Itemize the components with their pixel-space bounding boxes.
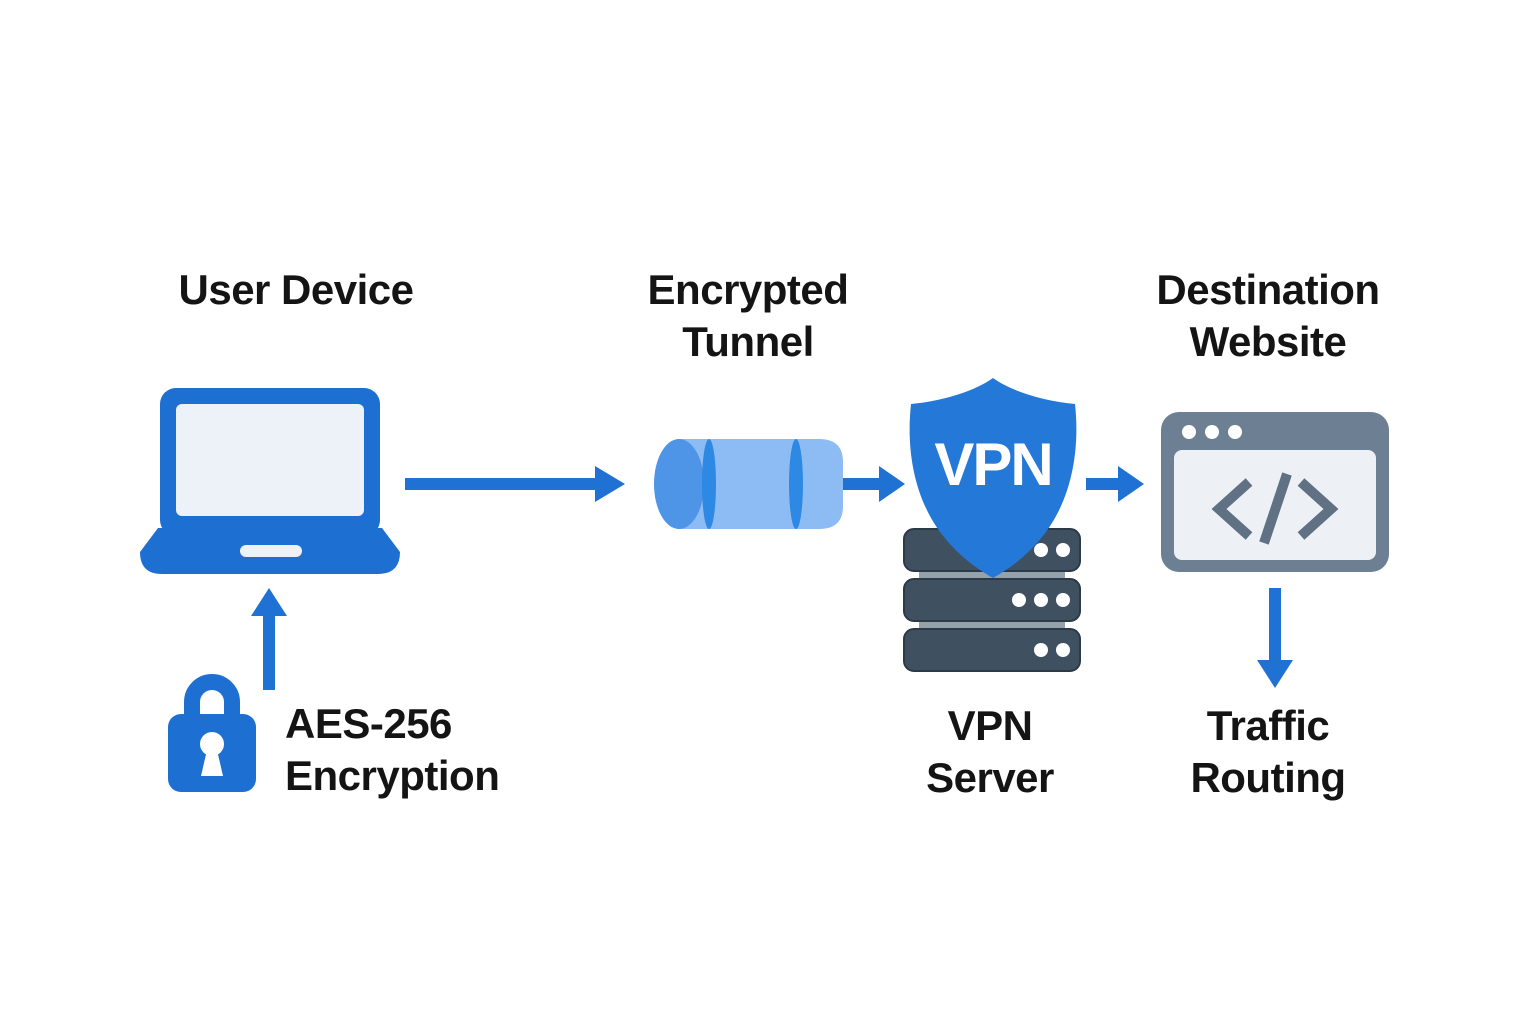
user-device-label: User Device — [96, 264, 496, 316]
arrow-up-icon — [249, 588, 289, 690]
arrow-right-icon — [1086, 464, 1144, 504]
encrypted-tunnel-label: Encrypted Tunnel — [548, 264, 948, 368]
destination-website-label-line2: Website — [1189, 318, 1347, 365]
arrow-right-icon — [843, 464, 905, 504]
shield-vpn-badge: VPN — [934, 431, 1053, 498]
code-icon — [1211, 472, 1339, 545]
aes-encryption-label-line1: AES-256 — [285, 700, 452, 747]
shield-icon: VPN — [903, 378, 1083, 578]
encrypted-tunnel-label-line2: Tunnel — [682, 318, 814, 365]
laptop-icon — [140, 388, 400, 578]
vpn-server-label-line1: VPN — [947, 702, 1033, 749]
traffic-routing-label-line2: Routing — [1190, 754, 1346, 801]
vpn-server-label: VPN Server — [790, 700, 1190, 804]
browser-icon — [1161, 412, 1389, 572]
vpn-server-label-line2: Server — [926, 754, 1054, 801]
destination-website-label-line1: Destination — [1156, 266, 1380, 313]
traffic-routing-label-line1: Traffic — [1206, 702, 1330, 749]
traffic-routing-label: Traffic Routing — [1068, 700, 1468, 804]
aes-encryption-label: AES-256 Encryption — [285, 698, 625, 802]
user-device-label-text: User Device — [178, 266, 415, 313]
destination-website-label: Destination Website — [1068, 264, 1468, 368]
lock-icon — [168, 670, 256, 792]
tunnel-icon — [653, 438, 843, 530]
arrow-down-icon — [1255, 588, 1295, 688]
encrypted-tunnel-label-line1: Encrypted — [647, 266, 849, 313]
arrow-right-icon — [405, 464, 625, 504]
aes-encryption-label-line2: Encryption — [285, 752, 500, 799]
